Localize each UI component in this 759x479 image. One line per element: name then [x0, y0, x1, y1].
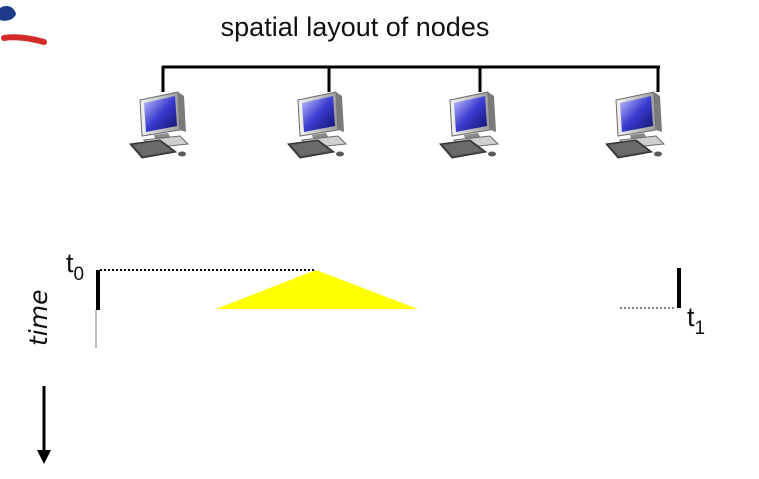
- time-axis-label: time: [24, 289, 53, 346]
- t1-label-subscript: 1: [694, 318, 706, 339]
- computer-node-4-icon: [605, 91, 665, 159]
- computer-node-2-icon: [287, 91, 347, 159]
- red-annotation-scribble: [1, 34, 47, 45]
- blue-annotation-mark: [0, 6, 16, 21]
- t0-label: t0: [66, 248, 85, 285]
- t0-label-base: t: [66, 248, 74, 278]
- computer-node-3-icon: [439, 91, 499, 159]
- diagram-title: spatial layout of nodes: [220, 12, 490, 42]
- signal-propagation-triangle: [216, 270, 418, 309]
- t1-label-base: t: [687, 302, 695, 332]
- t0-label-subscript: 0: [73, 264, 85, 285]
- t1-label: t1: [687, 302, 706, 339]
- time-axis-arrowhead: [37, 450, 51, 464]
- computer-node-1-icon: [129, 91, 189, 159]
